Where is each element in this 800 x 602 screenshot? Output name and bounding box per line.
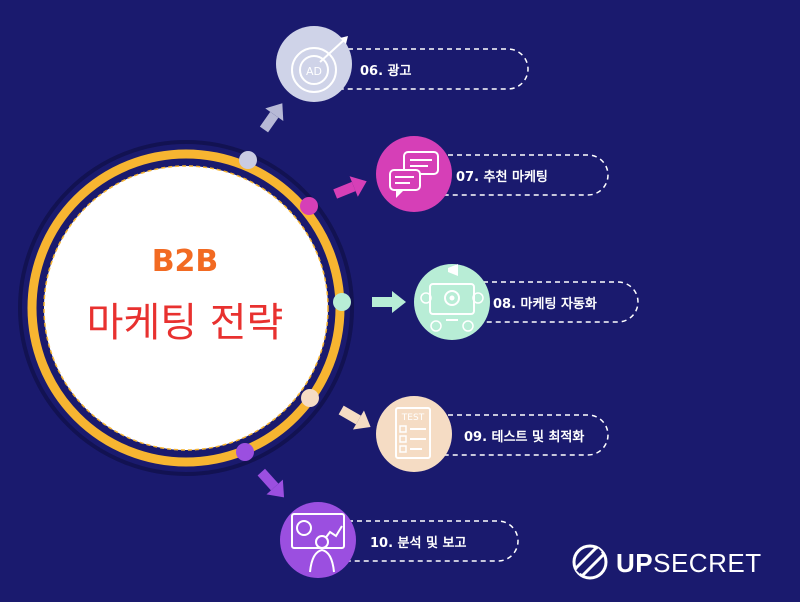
test-icon-text: TEST <box>401 413 425 423</box>
brand-logo: UPSECRET <box>572 540 772 584</box>
arrow-06 <box>259 103 284 133</box>
label-09[interactable]: 09. 테스트 및 최적화 <box>464 430 585 445</box>
test-checklist-icon: TEST <box>376 396 452 472</box>
arrow-10 <box>257 468 285 498</box>
ring-dot-07 <box>300 197 318 215</box>
label-10[interactable]: 10. 분석 및 보고 <box>370 536 467 551</box>
arrow-09 <box>338 405 371 430</box>
presenter-analytics-icon <box>280 502 356 578</box>
ring-dot-08 <box>333 293 351 311</box>
hub-white-disc <box>43 165 329 451</box>
brand-up: UP <box>616 548 654 578</box>
hub-title: B2B <box>151 244 219 279</box>
hub-outer-dark-ring <box>18 140 354 476</box>
arrow-07 <box>333 176 367 199</box>
label-06[interactable]: 06. 광고 <box>360 64 412 79</box>
arrow-08 <box>372 291 406 313</box>
label-08[interactable]: 08. 마케팅 자동화 <box>493 297 597 312</box>
ring-dot-10 <box>236 443 254 461</box>
ad-icon-text: AD <box>306 65 322 78</box>
chat-bubbles-icon <box>376 136 452 212</box>
pill-08[interactable] <box>465 281 639 323</box>
monitor-automation-icon <box>414 264 490 340</box>
pill-09[interactable] <box>430 414 609 456</box>
upsecret-logo-icon <box>572 544 608 580</box>
pill-10[interactable] <box>330 520 519 562</box>
ring-dot-09 <box>301 389 319 407</box>
pill-07[interactable] <box>430 154 609 196</box>
hub-subtitle: 마케팅 전략 <box>86 300 284 346</box>
brand-secret: SECRET <box>653 548 762 578</box>
ad-target-icon: AD <box>276 26 352 102</box>
label-07[interactable]: 07. 추천 마케팅 <box>456 170 548 185</box>
pill-06[interactable] <box>330 48 529 90</box>
hub <box>18 140 354 476</box>
ring-dot-06 <box>239 151 257 169</box>
